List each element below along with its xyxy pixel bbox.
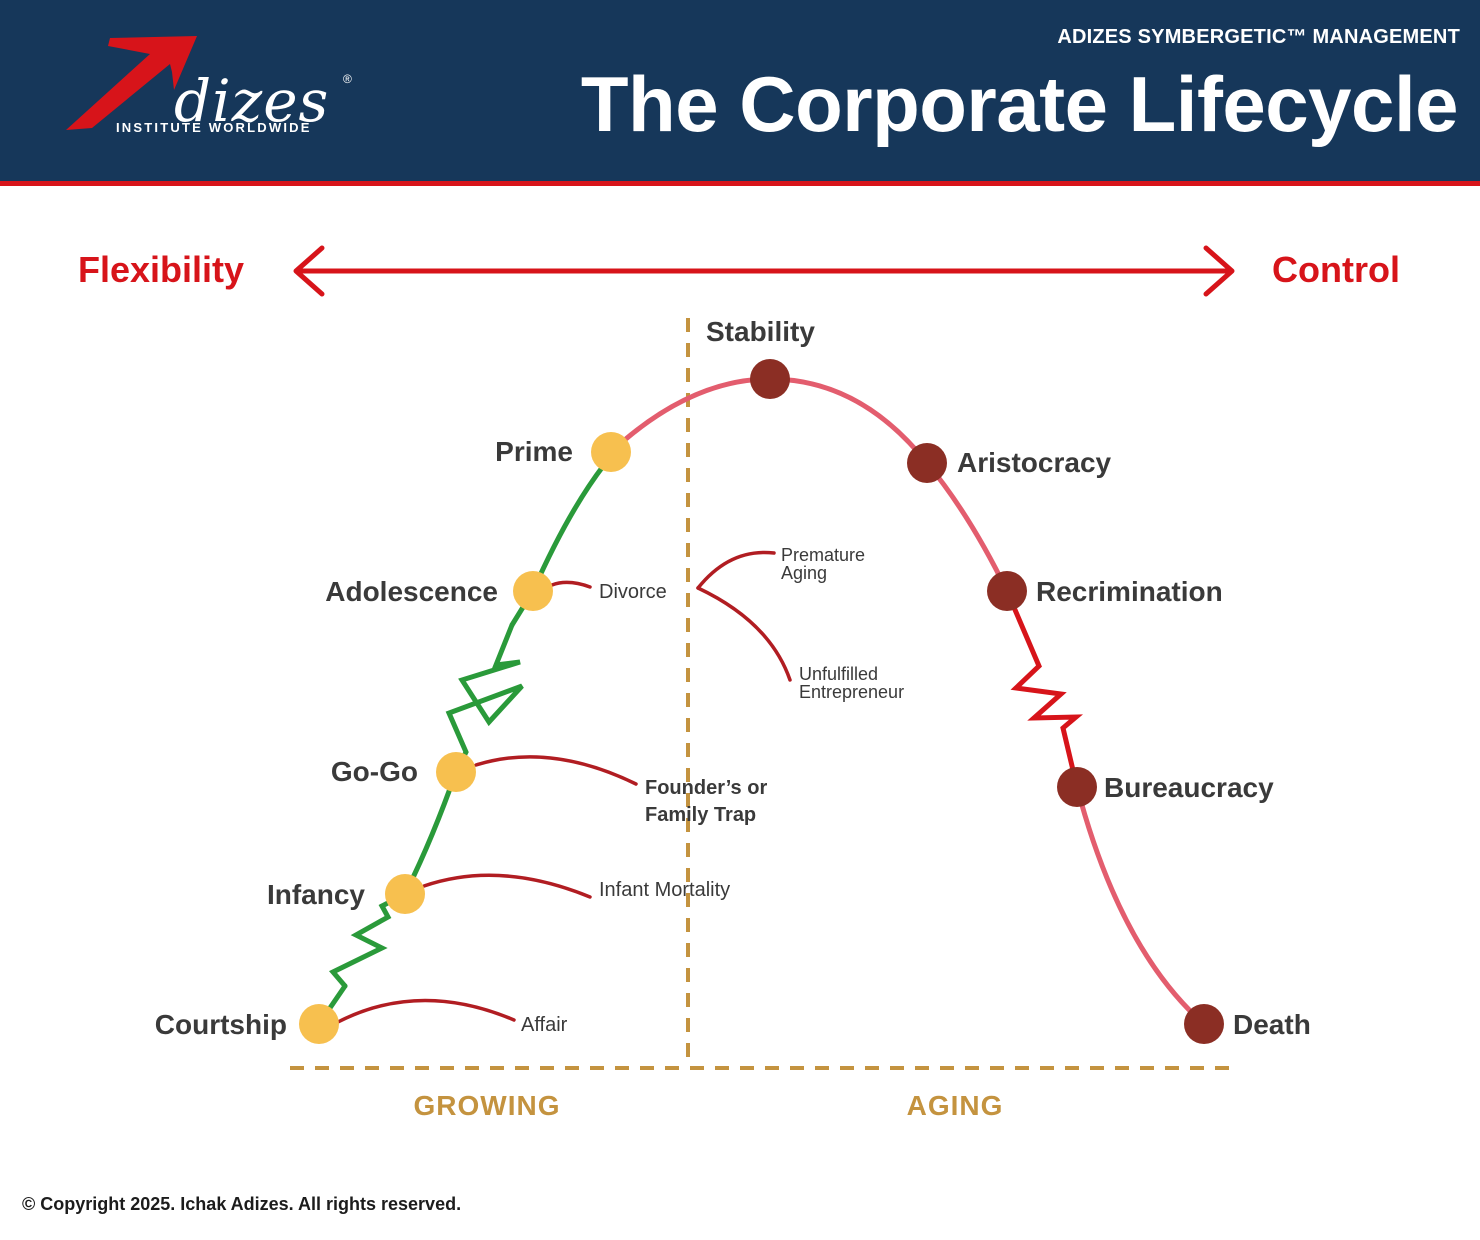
recrimination-bureaucracy-zigzag [1004,590,1084,788]
stage-label-bureaucracy: Bureaucracy [1104,772,1274,803]
divorce-connector [550,580,592,589]
aging-curve [608,376,1207,1027]
stage-label-infancy: Infancy [267,879,365,910]
stage-label-gogo: Go-Go [331,756,418,787]
trap-label-unfulfilled-line1: Unfulfilled [799,664,878,684]
growing-stage-dots [299,432,631,1044]
kicker-text: ADIZES SYMBERGETIC™ MANAGEMENT [1057,26,1460,48]
death-dot [1184,1004,1224,1044]
trap-label-premature-line2: Aging [781,563,827,583]
trap-label-infant-mortality: Infant Mortality [599,879,730,901]
infant-mortality-connector [422,873,592,899]
phase-label-growing: GROWING [414,1090,561,1121]
trap-label-premature-line1: Premature [781,545,865,565]
trap-label-founders-line1: Founder’s or [645,777,767,799]
flexibility-control-arrow [293,245,1235,297]
infancy-dot [385,874,425,914]
gogo-dot [436,752,476,792]
trap-connectors [336,550,792,1024]
trap-label-unfulfilled-line2: Entrepreneur [799,682,904,702]
logo-wordmark: dizes [174,67,330,135]
stage-label-adolescence: Adolescence [325,576,498,607]
stability-dot [750,359,790,399]
red-arrow-logo-icon [66,36,197,130]
prime-dot [591,432,631,472]
stage-label-recrimination: Recrimination [1036,576,1223,607]
courtship-infancy-zigzag [329,891,408,989]
left-arrowhead-icon [293,245,325,297]
bureaucracy-dot [1057,767,1097,807]
growing-curve [316,462,607,1027]
unfulfilled-entrepreneur-connector [696,586,792,682]
trap-label-affair: Affair [521,1014,568,1036]
flexibility-label: Flexibility [78,249,245,290]
trap-label-divorce: Divorce [599,581,667,603]
affair-connector [336,998,516,1024]
stage-label-prime: Prime [495,436,573,467]
phase-label-aging: AGING [907,1090,1004,1121]
header-banner: dizes ® INSTITUTE WORLDWIDE ADIZES SYMBE… [0,0,1480,181]
stage-label-stability: Stability [706,316,815,347]
registered-mark: ® [343,72,352,86]
trap-label-founders-line2: Family Trap [645,804,756,826]
page-title: The Corporate Lifecycle [580,60,1459,148]
aristocracy-dot [907,443,947,483]
logo-subtitle: INSTITUTE WORLDWIDE [116,120,312,135]
recrimination-dot [987,571,1027,611]
stage-label-death: Death [1233,1009,1311,1040]
stage-label-courtship: Courtship [155,1009,287,1040]
header-red-rule [0,181,1480,186]
control-label: Control [1272,249,1400,290]
aging-stage-dots [750,359,1224,1044]
stage-label-aristocracy: Aristocracy [957,447,1112,478]
founders-trap-connector [474,755,638,786]
gogo-adolescence-zigzag [445,622,524,775]
right-arrowhead-icon [1203,245,1235,297]
premature-aging-connector [696,550,776,590]
adolescence-dot [513,571,553,611]
copyright-notice: © Copyright 2025. Ichak Adizes. All righ… [22,1194,462,1214]
courtship-dot [299,1004,339,1044]
adizes-logo: dizes ® INSTITUTE WORLDWIDE [62,32,362,142]
